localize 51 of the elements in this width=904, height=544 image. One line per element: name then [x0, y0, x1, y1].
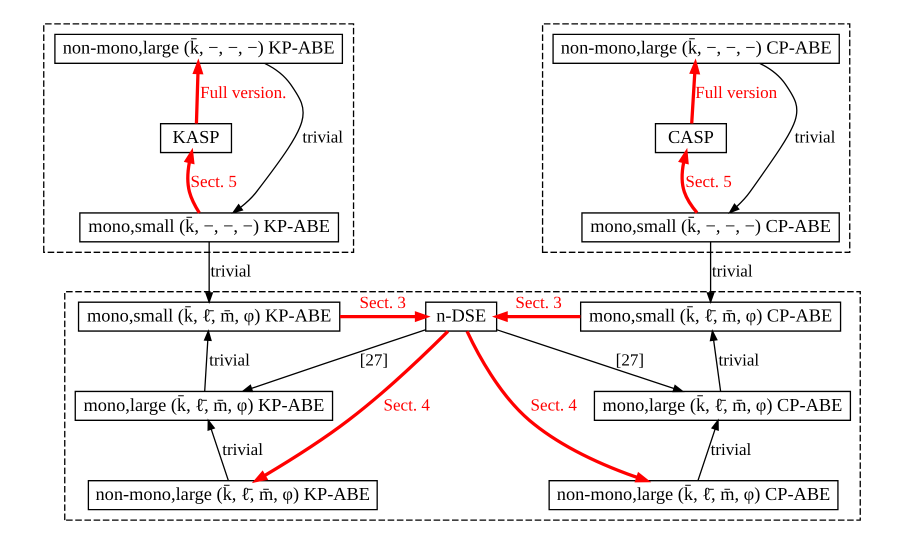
edge-label: Sect. 3	[515, 292, 562, 312]
edge-label: trivial	[210, 261, 252, 280]
arrow	[205, 242, 214, 304]
arrow	[207, 418, 229, 481]
edge-label: trivial	[718, 350, 760, 370]
edge-label: Full version.	[200, 82, 286, 102]
arrow	[252, 330, 450, 484]
node-box: mono,large (k̄, ℓ̄, m̄, φ) KP-ABE	[74, 390, 334, 421]
edge-label: trivial	[712, 261, 753, 280]
edge-label: trivial	[302, 128, 344, 147]
arrow	[697, 418, 719, 481]
node-box: mono,small (k̄, ℓ̄, m̄, φ) KP-ABE	[78, 302, 340, 332]
arrow	[231, 62, 304, 214]
node-box: non-mono,large (k̄, ℓ̄, m̄, φ) KP-ABE	[88, 480, 378, 510]
arrow	[492, 311, 580, 322]
node-box: CASP	[654, 123, 728, 154]
edge-label: trivial	[222, 440, 263, 459]
node-box: non-mono,large (k̄, −, −, −) KP-ABE	[54, 34, 344, 64]
arrow	[706, 242, 715, 304]
arrow	[184, 148, 201, 214]
edge-label: Full version	[695, 82, 778, 102]
node-box: non-mono,large (k̄, −, −, −) CP-ABE	[552, 34, 840, 64]
edge-label: Sect. 5	[685, 172, 732, 192]
edge-label: trivial	[209, 350, 250, 370]
arrow	[678, 148, 698, 214]
cluster	[43, 23, 354, 253]
arrow	[466, 330, 652, 482]
node-box: mono,small (k̄, ℓ̄, m̄, φ) CP-ABE	[580, 302, 842, 332]
node-box: mono,small (k̄, −, −, −) CP-ABE	[581, 212, 840, 242]
node-box: mono,small (k̄, −, −, −) KP-ABE	[79, 212, 340, 242]
edge-label: trivial	[710, 440, 752, 459]
arrow	[710, 329, 722, 392]
arrow	[689, 58, 700, 124]
arrow	[240, 329, 426, 392]
node-box: mono,large (k̄, ℓ̄, m̄, φ) CP-ABE	[594, 390, 852, 421]
arrow	[728, 62, 798, 214]
edge-label: Sect. 4	[384, 395, 430, 414]
edge-label: Sect. 3	[360, 292, 406, 312]
node-box: n-DSE	[425, 302, 498, 332]
edge-label: Sect. 4	[530, 395, 577, 414]
edge-label: Sect. 5	[190, 172, 237, 192]
arrow	[204, 329, 212, 392]
cluster	[542, 23, 850, 253]
edge-label: trivial	[794, 128, 836, 147]
edge-label: [27]	[360, 350, 388, 370]
arrow	[340, 311, 431, 322]
node-box: non-mono,large (k̄, ℓ̄, m̄, φ) CP-ABE	[548, 480, 839, 510]
arrow	[192, 58, 204, 124]
edge-label: [27]	[616, 350, 644, 370]
node-box: KASP	[160, 123, 232, 154]
arrow	[496, 329, 685, 392]
